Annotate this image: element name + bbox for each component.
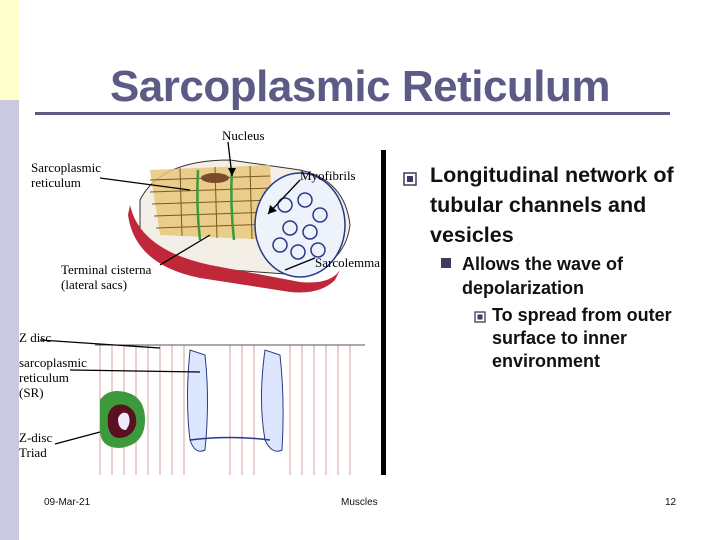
footer-page-number: 12 xyxy=(665,497,677,508)
footer-topic: Muscles xyxy=(341,497,378,508)
square-bullet-outline-icon xyxy=(403,172,417,186)
title-underline xyxy=(35,112,670,115)
bullet-level3-text: To spread from outer surface to inner en… xyxy=(492,305,672,371)
sarcomere-schematic xyxy=(95,344,365,475)
square-bullet-small-icon xyxy=(474,311,486,323)
label-sarcolemma: Sarcolemma xyxy=(315,255,380,270)
footer-date: 09-Mar-21 xyxy=(44,497,91,508)
label-sarcoplasmic-reticulum-top: Sarcoplasmic reticulum xyxy=(31,160,102,190)
slide-sidebar-bar xyxy=(0,0,19,540)
label-myofibrils: Myofibrils xyxy=(300,168,356,183)
bullet-level1-text: Longitudinal network of tubular channels… xyxy=(430,163,674,247)
label-terminal-cisterna: Terminal cisterna (lateral sacs) xyxy=(61,262,152,292)
bullet-level2-text: Allows the wave of depolarization xyxy=(462,254,624,298)
vertical-divider xyxy=(381,150,386,475)
label-sarcoplasmic-reticulum-sr: sarcoplasmic reticulum (SR) xyxy=(19,355,87,400)
label-z-disc: Z disc xyxy=(19,330,52,345)
square-bullet-filled-icon xyxy=(441,258,451,268)
slide-title: Sarcoplasmic Reticulum xyxy=(109,62,611,111)
sidebar-highlight-strip xyxy=(0,0,19,100)
label-nucleus: Nucleus xyxy=(222,128,265,143)
label-z-disc-triad: Z-disc Triad xyxy=(19,430,53,460)
